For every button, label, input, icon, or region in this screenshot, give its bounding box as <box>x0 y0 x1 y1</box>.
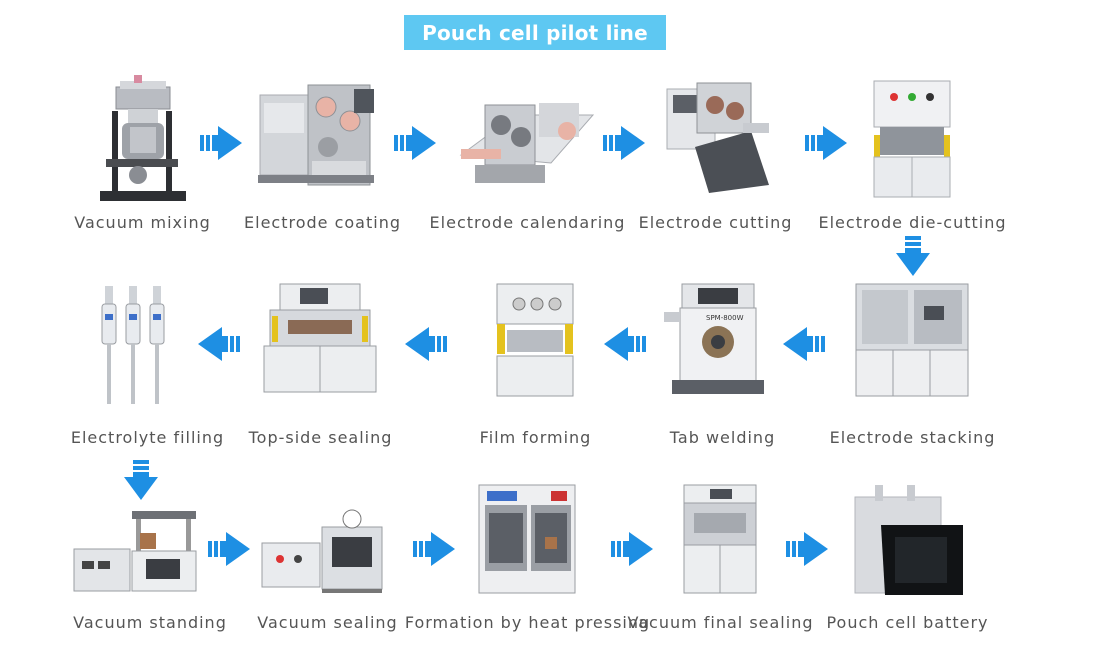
arrow-right-icon <box>603 126 645 160</box>
step-label: Formation by heat pressing <box>404 613 651 632</box>
arrow-left-icon <box>405 327 447 361</box>
step-label: Electrode stacking <box>829 428 996 447</box>
formation-cabinet-icon <box>478 484 576 594</box>
step-film-forming: Film forming <box>463 280 608 450</box>
arrow-left-icon <box>783 327 825 361</box>
step-electrode-calendaring: Electrode calendaring <box>430 75 624 235</box>
arrow-left-icon <box>198 327 240 361</box>
top-side-sealer-icon <box>263 283 377 393</box>
stacking-machine-icon <box>855 283 969 397</box>
ultrasonic-welder-icon: SPM-800W <box>664 283 764 394</box>
arrow-down-icon <box>896 236 930 276</box>
pipette-icon <box>101 286 165 404</box>
step-electrode-stacking: Electrode stacking <box>830 280 994 450</box>
step-label: Vacuum final sealing <box>627 613 814 632</box>
machine-model-text: SPM-800W <box>706 314 744 322</box>
step-formation-by-heat-pressing: Formation by heat pressing <box>405 483 649 635</box>
step-vacuum-standing: Vacuum standing <box>70 505 230 635</box>
film-forming-press-icon <box>496 283 574 397</box>
step-electrode-die-cutting: Electrode die-cutting <box>818 75 1006 235</box>
step-label: Vacuum standing <box>73 613 227 632</box>
step-label: Electrode die-cutting <box>818 213 1007 232</box>
step-electrolyte-filling: Electrolyte filling <box>71 280 223 450</box>
arrow-right-icon <box>786 532 828 566</box>
step-label: Electrode cutting <box>638 213 793 232</box>
slitting-machine-icon <box>666 82 769 193</box>
step-vacuum-mixing: Vacuum mixing <box>70 75 215 235</box>
arrow-right-icon <box>413 532 455 566</box>
arrow-right-icon <box>805 126 847 160</box>
coating-machine-icon <box>258 84 374 186</box>
step-label: Pouch cell battery <box>826 613 989 632</box>
step-electrode-cutting: Electrode cutting <box>639 75 791 235</box>
page-title: Pouch cell pilot line <box>404 15 666 50</box>
step-label: Electrode calendaring <box>429 213 626 232</box>
arrow-left-icon <box>604 327 646 361</box>
arrow-right-icon <box>200 126 242 160</box>
arrow-right-icon <box>611 532 653 566</box>
arrow-right-icon <box>208 532 250 566</box>
step-vacuum-final-sealing: Vacuum final sealing <box>628 483 812 635</box>
pouch-cell-icon <box>854 485 963 595</box>
step-label: Film forming <box>479 428 592 447</box>
die-cutting-machine-icon <box>873 80 951 198</box>
step-label: Vacuum mixing <box>74 213 211 232</box>
arrow-down-icon <box>124 460 158 500</box>
vacuum-sealer-icon <box>261 509 383 593</box>
step-label: Electrolyte filling <box>70 428 225 447</box>
final-sealer-icon <box>683 484 757 594</box>
step-vacuum-sealing: Vacuum sealing <box>250 505 405 635</box>
vacuum-mixer-icon <box>100 75 186 201</box>
step-electrode-coating: Electrode coating <box>244 75 400 235</box>
step-label: Electrode coating <box>244 213 401 232</box>
step-label: Top-side sealing <box>248 428 393 447</box>
step-tab-welding: SPM-800W Tab welding <box>650 280 795 450</box>
step-top-side-sealing: Top-side sealing <box>248 280 393 450</box>
arrow-right-icon <box>394 126 436 160</box>
vacuum-standing-box-icon <box>73 511 197 592</box>
step-pouch-cell-battery: Pouch cell battery <box>826 483 988 635</box>
step-label: Vacuum sealing <box>257 613 398 632</box>
calender-machine-icon <box>459 103 595 183</box>
step-label: Tab welding <box>669 428 776 447</box>
